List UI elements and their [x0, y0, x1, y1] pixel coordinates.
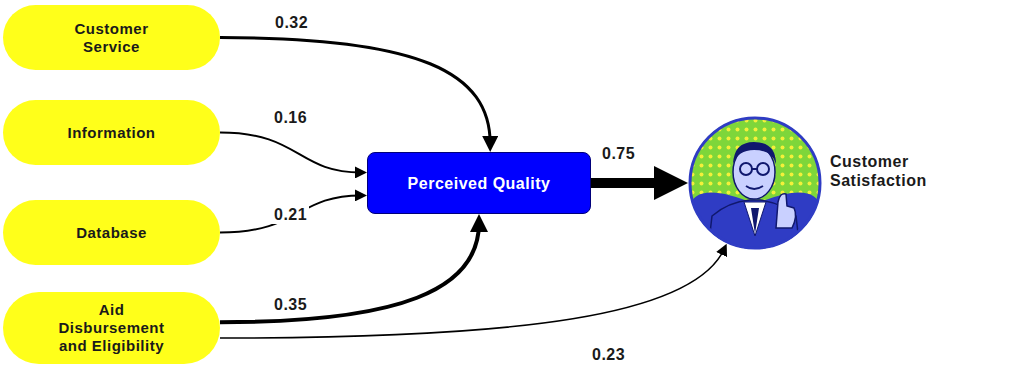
- factor-pill: Information: [3, 100, 220, 165]
- path-coefficient: 0.32: [273, 14, 310, 32]
- path-arrow: [220, 249, 724, 338]
- path-coefficient: 0.16: [272, 109, 309, 127]
- path-coefficient: 0.21: [272, 206, 309, 224]
- path-coefficient: 0.35: [272, 296, 309, 314]
- path-arrow: [591, 178, 671, 188]
- node-label: Customer Service: [56, 20, 168, 56]
- path-arrow: [220, 38, 490, 145]
- factor-pill: Database: [3, 200, 220, 265]
- path-arrow: [220, 133, 361, 173]
- node-label: Aid Disbursement and Eligibility: [44, 301, 179, 355]
- process-box: Perceived Quality: [367, 152, 591, 214]
- path-coefficient: 0.75: [600, 145, 637, 163]
- path-coefficient: 0.23: [590, 346, 627, 364]
- factor-pill: Customer Service: [3, 5, 220, 70]
- node-label: Database: [76, 224, 147, 242]
- node-label: Information: [68, 124, 156, 142]
- node-heading: Customer Satisfaction: [830, 152, 1010, 190]
- path-arrow: [220, 195, 361, 232]
- customer-illustration: [688, 116, 822, 250]
- node-label: Perceived Quality: [408, 174, 551, 193]
- path-arrow: [220, 223, 479, 322]
- satisfaction-circle: Customer Satisfaction: [688, 116, 822, 250]
- factor-pill: Aid Disbursement and Eligibility: [3, 292, 220, 364]
